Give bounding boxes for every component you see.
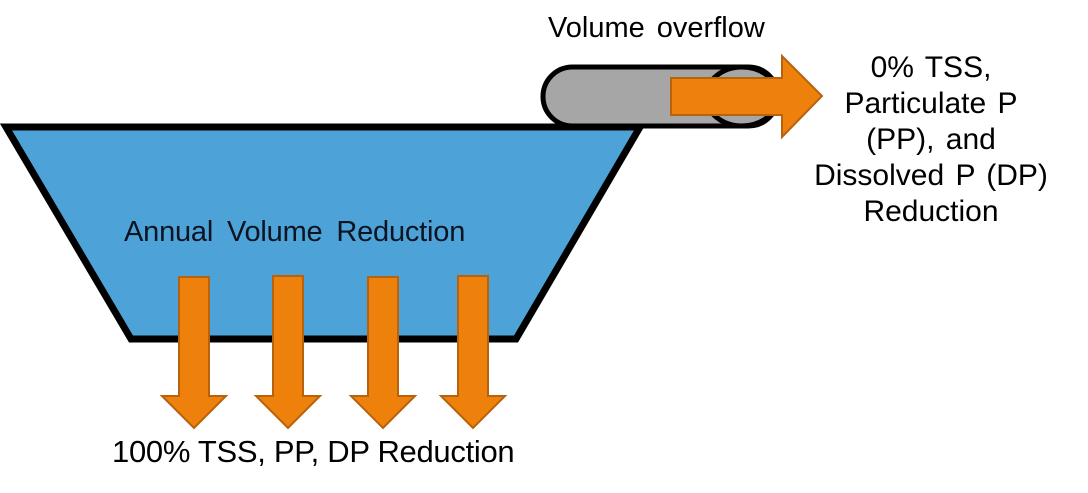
infiltration-result-label: 100% TSS, PP, DP Reduction [112, 434, 515, 469]
overflow-result-line: Reduction [863, 195, 999, 228]
overflow-result-line: Particulate P [844, 87, 1018, 120]
overflow-result-line: (PP), and [866, 123, 996, 156]
infiltration-arrow [438, 275, 508, 430]
infiltration-arrow [253, 275, 323, 430]
overflow-arrow [670, 53, 824, 140]
overflow-result-line: Dissolved P (DP) [814, 159, 1048, 192]
overflow-result-line: 0% TSS, [870, 51, 992, 84]
basin-label: Annual Volume Reduction [124, 216, 466, 248]
infiltration-arrows [159, 275, 508, 430]
overflow-title: Volume overflow [548, 12, 765, 44]
infiltration-arrow [348, 276, 418, 430]
overflow-result-label: 0% TSS, Particulate P (PP), and Dissolve… [800, 50, 1062, 230]
infiltration-arrow [159, 276, 229, 430]
